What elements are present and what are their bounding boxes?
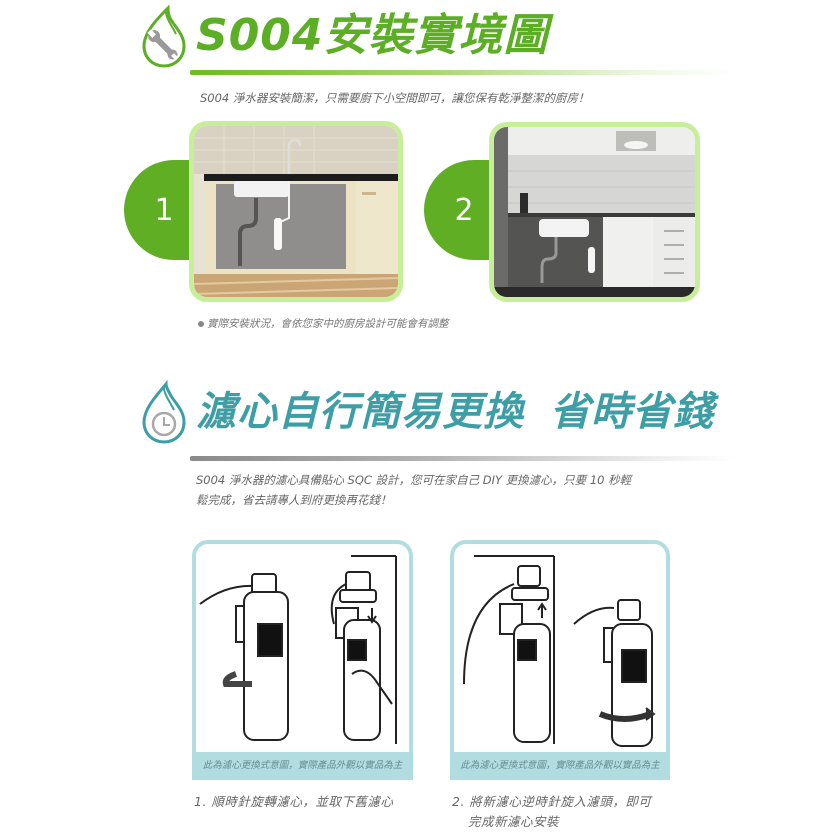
step-line: 完成新濾心安裝 xyxy=(468,814,560,829)
note-text: 實際安裝狀況，會依您家中的廚房設計可能會有調整 xyxy=(207,318,449,330)
section1-title: S004安裝實境圖 xyxy=(196,10,549,61)
step-line: 1. 順時針旋轉濾心，並取下舊濾心 xyxy=(194,794,394,809)
replace-panel-1: 此為濾心更換式意圖，實際產品外觀以實品為主 xyxy=(192,540,413,780)
badge-number: 2 xyxy=(454,192,474,228)
title-divider xyxy=(190,456,735,461)
description-line: S004 淨水器的濾心具備貼心 SQC 設計，您可在家自己 DIY 更換濾心，只… xyxy=(196,473,632,487)
bullet-icon xyxy=(198,321,204,327)
kitchen-illustration-2 xyxy=(494,127,695,297)
panel-caption: 此為濾心更換式意圖，實際產品外觀以實品為主 xyxy=(454,752,666,776)
section1-description: S004 淨水器安裝簡潔，只需要廚下小空間即可，讓您保有乾淨整潔的廚房！ xyxy=(200,91,590,105)
filter-removal-illustration xyxy=(199,555,397,744)
badge-number: 1 xyxy=(154,192,174,228)
step-badge-1: 1 xyxy=(124,160,200,260)
panel-caption: 此為濾心更換式意圖，實際產品外觀以實品為主 xyxy=(196,752,409,776)
replace-panel-2: 此為濾心更換式意圖，實際產品外觀以實品為主 xyxy=(450,540,670,780)
kitchen-illustration-1 xyxy=(194,126,398,297)
title-suffix: 省時省錢 xyxy=(550,389,714,435)
step-2-text: 2. 將新濾心逆時針旋入濾頭，即可 完成新濾心安裝 xyxy=(452,792,651,832)
clock-droplet-icon xyxy=(138,379,190,446)
install-photo-1 xyxy=(189,121,403,302)
title-main: 濾心自行簡易更換 xyxy=(196,389,524,435)
step-badge-2: 2 xyxy=(424,160,500,260)
step-1-text: 1. 順時針旋轉濾心，並取下舊濾心 xyxy=(194,792,393,812)
title-divider xyxy=(190,70,735,75)
step-line: 2. 將新濾心逆時針旋入濾頭，即可 xyxy=(452,794,652,809)
section2-description: S004 淨水器的濾心具備貼心 SQC 設計，您可在家自己 DIY 更換濾心，只… xyxy=(196,470,631,510)
install-photo-2 xyxy=(489,122,700,302)
description-line: 鬆完成，省去請專人到府更換再花錢！ xyxy=(196,493,392,507)
wrench-droplet-icon xyxy=(138,4,190,70)
section2-title: 濾心自行簡易更換省時省錢 xyxy=(196,384,714,440)
install-note: 實際安裝狀況，會依您家中的廚房設計可能會有調整 xyxy=(198,316,449,331)
filter-install-illustration xyxy=(463,555,656,747)
